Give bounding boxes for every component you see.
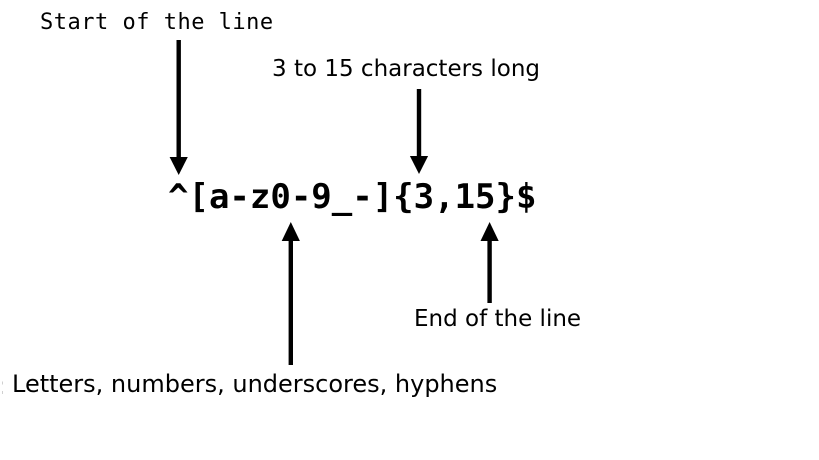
- arrow-up-to-dollar: [476, 222, 506, 304]
- regex-pattern-text: ^[a-z0-9_-]{3,15}$: [168, 177, 537, 217]
- clipped-glyph-fragment: :: [0, 374, 3, 396]
- arrow-up-to-character-class: [277, 222, 307, 366]
- annotation-label-length: 3 to 15 characters long: [272, 56, 540, 82]
- arrow-down-to-caret: [164, 40, 194, 176]
- annotation-label-character-class: Letters, numbers, underscores, hyphens: [12, 370, 498, 398]
- annotation-label-end-of-line: End of the line: [414, 306, 582, 332]
- annotation-label-start-of-line: Start of the line: [40, 10, 274, 35]
- arrow-down-to-quantifier: [405, 89, 435, 175]
